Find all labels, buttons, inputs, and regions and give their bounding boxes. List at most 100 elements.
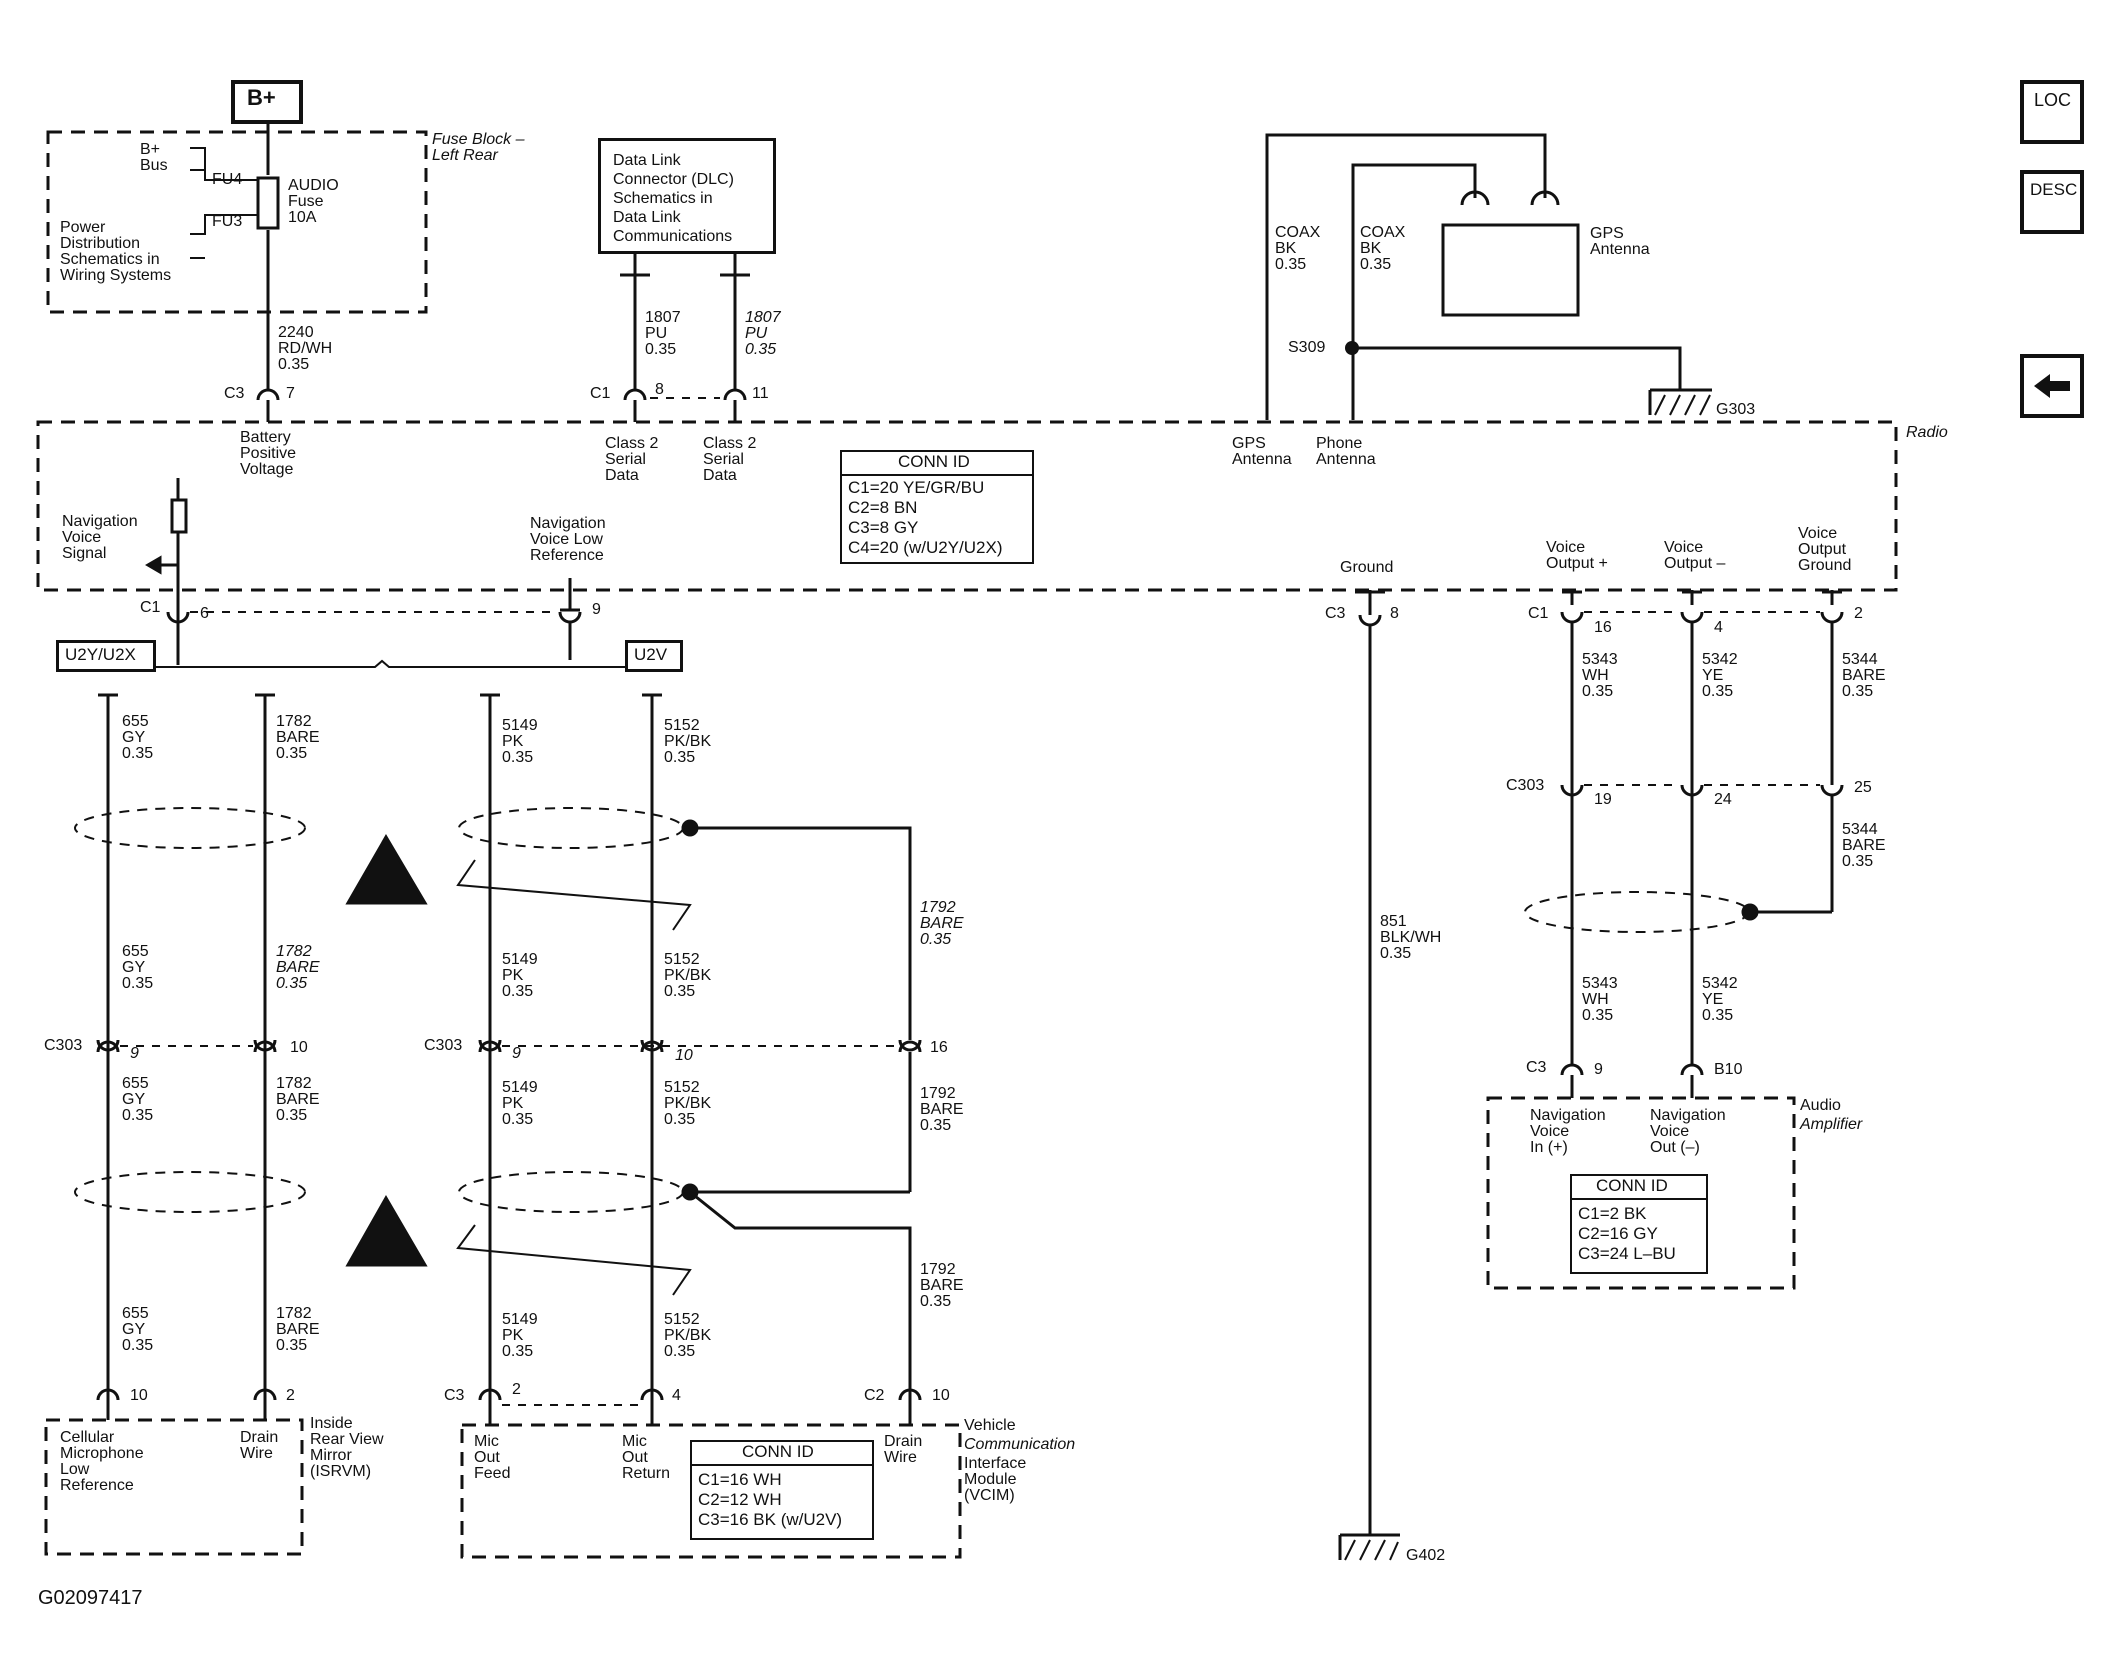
amp-conn-id-title: CONN ID xyxy=(1596,1176,1668,1195)
radio-conn-id-line: C3=8 GY xyxy=(848,518,919,537)
amp-conn-id-line: C2=16 GY xyxy=(1578,1224,1658,1243)
back-button[interactable] xyxy=(2020,354,2084,418)
option-u2y-u2x: U2Y/U2X xyxy=(65,645,136,664)
c303-left-label: C303 xyxy=(44,1037,83,1054)
nav-voice-in-label: Navigation Voice In (+) xyxy=(1530,1107,1606,1156)
isrvm-label: Inside Rear View Mirror (ISRVM) xyxy=(310,1415,384,1480)
vcim-label-a: Vehicle xyxy=(964,1417,1016,1434)
mic-out-return-label: Mic Out Return xyxy=(622,1433,671,1482)
figure-id: G02097417 xyxy=(38,1587,143,1609)
radio-pin8: 8 xyxy=(655,381,664,398)
vcim-pin4: 4 xyxy=(672,1387,681,1404)
loc-label: LOC xyxy=(2034,90,2072,110)
wire-5343-label: 5343 WH 0.35 xyxy=(1582,975,1618,1024)
vcim-label-b: Communication xyxy=(964,1436,1076,1453)
amp-c3-label: C3 xyxy=(1526,1059,1547,1076)
class2-serial-data-b: Class 2 Serial Data xyxy=(703,435,757,484)
vcim-drain-wire-label: Drain Wire xyxy=(884,1433,923,1466)
ground-g402-label: G402 xyxy=(1406,1547,1446,1564)
c303-pin24: 24 xyxy=(1714,791,1732,808)
c303-pin10: 10 xyxy=(675,1047,693,1064)
c303-pin9: 9 xyxy=(512,1045,521,1062)
amp-conn-id-line: C1=2 BK xyxy=(1578,1204,1647,1223)
desc-button[interactable]: DESC xyxy=(2020,170,2084,234)
ground-g303-label: G303 xyxy=(1716,401,1756,418)
bplus-bus-label: B+ Bus xyxy=(140,141,168,174)
c303-pin16: 16 xyxy=(930,1039,948,1056)
dlc-box: Data Link Connector (DLC) Schematics in … xyxy=(598,138,776,254)
bplus-symbol-box: B+ xyxy=(231,80,303,124)
coax-left-label: COAX BK 0.35 xyxy=(1275,224,1321,273)
wire-655-label: 655 GY 0.35 xyxy=(122,1305,154,1354)
c303-pin9: 9 xyxy=(130,1045,139,1062)
voice-output-ground-label: Voice Output Ground xyxy=(1798,525,1852,574)
wire-5152-label: 5152 PK/BK 0.35 xyxy=(664,1079,712,1128)
radio-conn-id-line: C4=20 (w/U2Y/U2X) xyxy=(848,538,1003,557)
vcim-pin10: 10 xyxy=(932,1387,950,1404)
fuse-block-outline xyxy=(48,132,426,312)
amp-b10: B10 xyxy=(1714,1061,1743,1078)
wire-1807-left-label: 1807 PU 0.35 xyxy=(645,309,681,358)
radio-c1-lower-label: C1 xyxy=(140,599,161,616)
wire-5149-label: 5149 PK 0.35 xyxy=(502,951,538,1000)
nav-voice-signal-label: Navigation Voice Signal xyxy=(62,513,138,562)
radio-label: Radio xyxy=(1906,424,1948,441)
amp-label-a: Audio xyxy=(1800,1097,1841,1114)
wire-1782-label: 1782 BARE 0.35 xyxy=(276,1075,320,1124)
fuse-block-label: Fuse Block – Left Rear xyxy=(432,131,525,164)
radio-c3-ground-label: C3 xyxy=(1325,605,1346,622)
mic-out-feed-label: Mic Out Feed xyxy=(474,1433,511,1482)
power-distribution-label: Power Distribution Schematics in Wiring … xyxy=(60,219,172,284)
loc-button[interactable]: LOC xyxy=(2020,80,2084,144)
radio-pin11: 11 xyxy=(752,385,769,402)
voice-output-plus-label: Voice Output + xyxy=(1546,539,1608,572)
radio-pin6: 6 xyxy=(200,605,209,622)
bplus-symbol: B+ xyxy=(247,85,276,110)
vcim-c2-label: C2 xyxy=(864,1387,885,1404)
voice-output-minus-label: Voice Output – xyxy=(1664,539,1726,572)
vcim-label-c: Interface Module (VCIM) xyxy=(964,1455,1027,1504)
desc-label: DESC xyxy=(2030,180,2078,199)
wire-2240-label: 2240 RD/WH 0.35 xyxy=(278,324,333,373)
coax-right-label: COAX BK 0.35 xyxy=(1360,224,1406,273)
wire-655-label: 655 GY 0.35 xyxy=(122,1075,154,1124)
phone-antenna-pin-label: Phone Antenna xyxy=(1316,435,1376,468)
c303-voice-label: C303 xyxy=(1506,777,1545,794)
gps-antenna-body xyxy=(1443,225,1578,315)
wire-5152-label: 5152 PK/BK 0.35 xyxy=(664,951,712,1000)
vcim-conn-id-line: C1=16 WH xyxy=(698,1470,782,1489)
wire-5149-label: 5149 PK 0.35 xyxy=(502,717,538,766)
radio-pin8-ground: 8 xyxy=(1390,605,1399,622)
c303-pin10: 10 xyxy=(290,1039,308,1056)
amp-label-b: Amplifier xyxy=(1800,1116,1863,1133)
c303-pin19: 19 xyxy=(1594,791,1612,808)
wire-5342-label: 5342 YE 0.35 xyxy=(1702,651,1738,700)
wire-5152-label: 5152 PK/BK 0.35 xyxy=(664,1311,712,1360)
isrvm-drain-wire-label: Drain Wire xyxy=(240,1429,279,1462)
wire-5152-label: 5152 PK/BK 0.35 xyxy=(664,717,712,766)
radio-pin9: 9 xyxy=(592,601,601,618)
splice-s309-dot xyxy=(1345,341,1359,355)
wire-5343-label: 5343 WH 0.35 xyxy=(1582,651,1618,700)
radio-outline xyxy=(38,422,1896,590)
nav-voice-out-label: Navigation Voice Out (–) xyxy=(1650,1107,1726,1156)
cellular-mic-low-ref-label: Cellular Microphone Low Reference xyxy=(60,1429,144,1494)
gps-antenna-label: GPS Antenna xyxy=(1590,225,1650,258)
c303-mid-label: C303 xyxy=(424,1037,463,1054)
wire-1792-label: 1792 BARE 0.35 xyxy=(920,1085,964,1134)
vcim-conn-id-title: CONN ID xyxy=(742,1442,814,1461)
audio-fuse-symbol xyxy=(258,178,278,228)
wire-1782-label: 1782 BARE 0.35 xyxy=(276,713,320,762)
nav-voice-low-ref-label: Navigation Voice Low Reference xyxy=(530,515,606,564)
wire-655-label: 655 GY 0.35 xyxy=(122,943,154,992)
radio-c1-label: C1 xyxy=(590,385,611,402)
wire-1782-label: 1782 BARE 0.35 xyxy=(276,943,320,992)
radio-conn-id-line: C2=8 BN xyxy=(848,498,918,517)
radio-ground-label: Ground xyxy=(1340,559,1394,576)
option-u2v: U2V xyxy=(634,645,668,664)
audio-fuse-label: AUDIO Fuse 10A xyxy=(288,177,339,226)
splice-s309-label: S309 xyxy=(1288,339,1326,356)
radio-conn-id-box: CONN ID C1=20 YE/GR/BU C2=8 BN C3=8 GY C… xyxy=(840,450,1034,564)
c303-pin25: 25 xyxy=(1854,779,1872,796)
